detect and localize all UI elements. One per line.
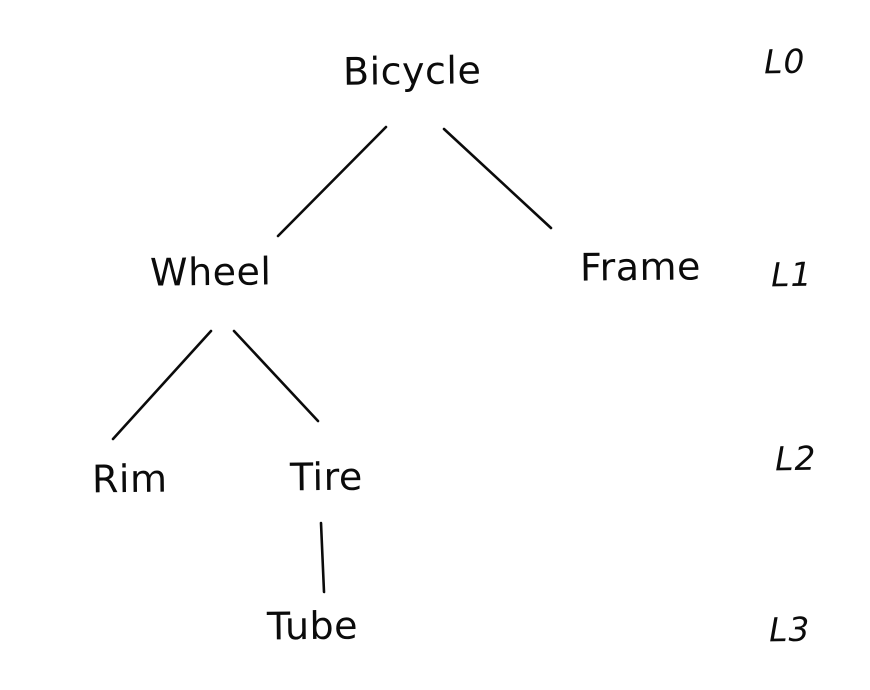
edge-tire-tube <box>319 521 326 594</box>
level-label-l0: L0 <box>763 41 806 82</box>
node-rim: Rim <box>91 456 168 502</box>
edge-wheel-tire <box>232 329 320 423</box>
node-frame: Frame <box>579 244 702 290</box>
node-tire: Tire <box>289 454 364 500</box>
level-label-l1: L1 <box>770 254 813 295</box>
edge-bicycle-wheel <box>276 125 388 238</box>
level-label-l3: L3 <box>768 609 811 650</box>
edge-wheel-rim <box>111 329 213 441</box>
edge-bicycle-frame <box>442 127 553 230</box>
node-wheel: Wheel <box>149 249 272 295</box>
node-tube: Tube <box>266 603 359 649</box>
node-bicycle: Bicycle <box>342 48 482 94</box>
level-label-l2: L2 <box>774 438 817 479</box>
